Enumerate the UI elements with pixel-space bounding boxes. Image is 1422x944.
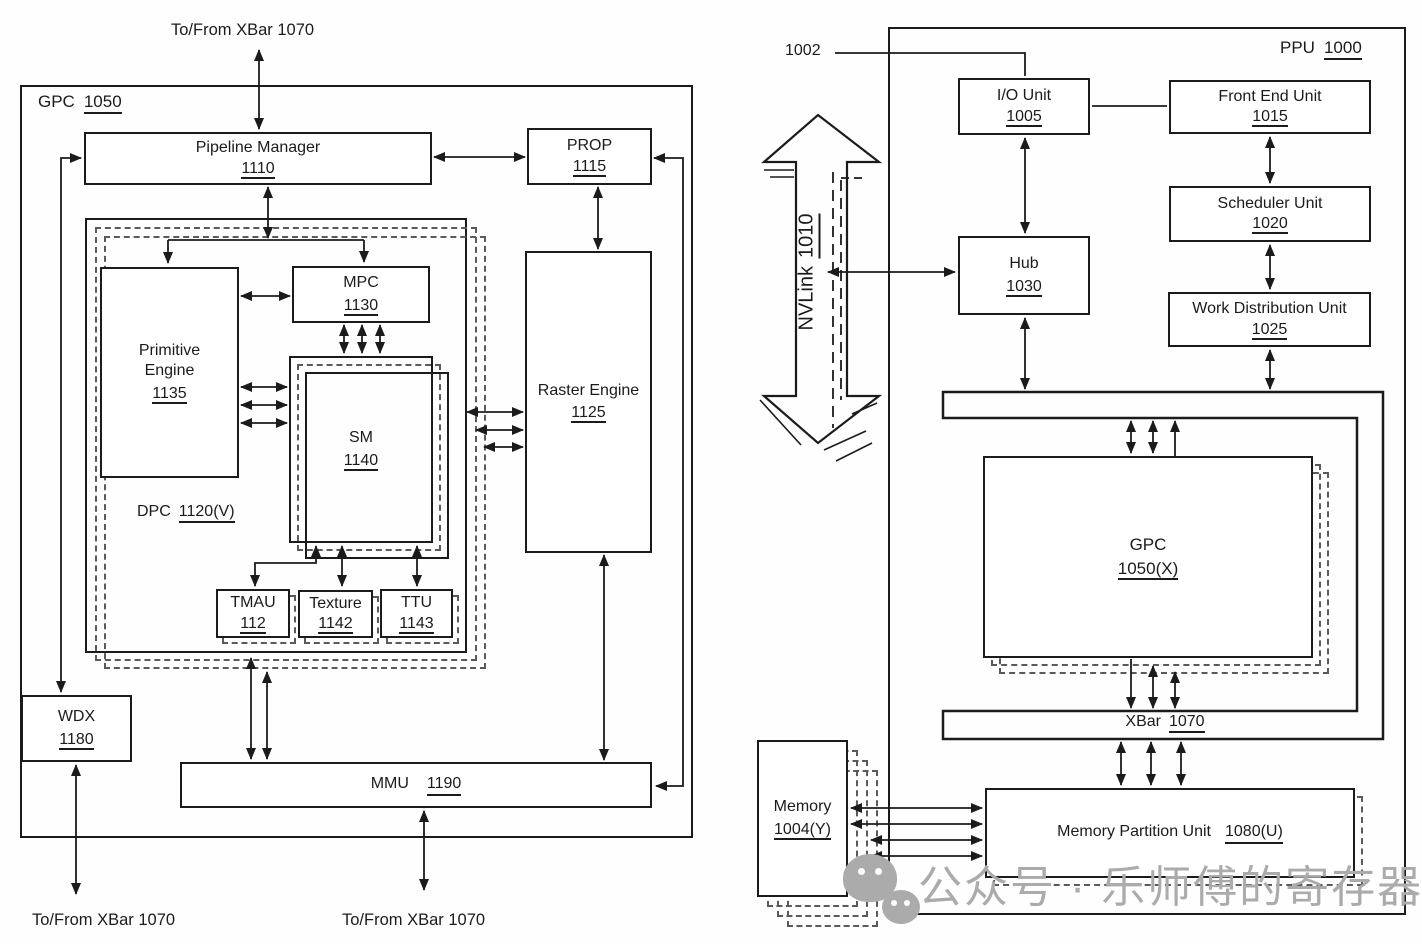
ttu-box: TTU 1143: [380, 589, 453, 638]
pipeline-manager-ref: 1110: [241, 159, 275, 179]
sm-box: SM 1140: [289, 356, 433, 543]
hub-ref: 1030: [1006, 277, 1042, 297]
pipeline-manager-box: Pipeline Manager 1110: [84, 132, 432, 185]
top-port-label: To/From XBar 1070: [171, 21, 315, 39]
mpc-label: MPC: [343, 274, 379, 292]
io-unit-box: I/O Unit 1005: [958, 78, 1090, 135]
hub-box: Hub 1030: [958, 236, 1090, 315]
memory-partition-label: Memory Partition Unit: [1057, 822, 1211, 840]
memory-partition-ref: 1080(U): [1225, 822, 1283, 845]
nvlink-arrow-shape: [761, 113, 883, 445]
work-distribution-unit-label: Work Distribution Unit: [1192, 300, 1347, 318]
front-end-unit-box: Front End Unit 1015: [1169, 80, 1371, 134]
memory-label: Memory: [773, 798, 832, 816]
prop-ref: 1115: [572, 157, 607, 177]
wdx-ref: 1180: [59, 730, 94, 750]
raster-engine-box: Raster Engine 1125: [525, 251, 652, 553]
bus-ref-label: 1002: [785, 42, 821, 59]
wdx-box: WDX 1180: [21, 695, 132, 762]
tmau-ref: 112: [240, 614, 266, 634]
watermark-text: 公众号 · 乐师傅的寄存器: [918, 863, 1422, 912]
gpc-x-box: GPC 1050(X): [983, 456, 1313, 658]
mmu-ref: 1190: [426, 774, 462, 797]
sm-shadow-box-2: [305, 372, 449, 559]
io-unit-ref: 1005: [1006, 107, 1042, 127]
hub-label: Hub: [1009, 255, 1039, 273]
tmau-box: TMAU 112: [216, 589, 290, 638]
memory-ref: 1004(Y): [774, 820, 831, 840]
scheduler-unit-box: Scheduler Unit 1020: [1169, 186, 1371, 242]
primitive-engine-label: Primitive Engine: [138, 341, 201, 380]
raster-engine-ref: 1125: [571, 404, 606, 423]
mpc-box: MPC 1130: [292, 266, 430, 323]
io-unit-label: I/O Unit: [996, 87, 1052, 105]
dpc-shadow-box-1: [95, 227, 477, 661]
pipeline-manager-label: Pipeline Manager: [195, 139, 321, 157]
sm-shadow-box-1: [297, 364, 441, 551]
prop-box: PROP 1115: [527, 128, 652, 185]
gpc-x-label: GPC: [1129, 535, 1167, 555]
texture-ref: 1142: [318, 615, 353, 634]
memory-partition-box: Memory Partition Unit 1080(U): [985, 788, 1355, 878]
bottom-left-port-label: To/From XBar 1070: [32, 911, 176, 929]
dpc-container-box: [85, 218, 467, 653]
mpc-ref: 1130: [343, 296, 379, 316]
front-end-unit-label: Front End Unit: [1218, 87, 1322, 105]
texture-label: Texture: [309, 594, 362, 612]
bottom-right-port-label: To/From XBar 1070: [342, 911, 486, 929]
ttu-ref: 1143: [399, 614, 434, 634]
primitive-engine-box: Primitive Engine 1135: [100, 267, 239, 478]
sm-ref: 1140: [343, 451, 379, 471]
gpc-x-ref: 1050(X): [1117, 559, 1179, 580]
work-distribution-unit-box: Work Distribution Unit 1025: [1168, 292, 1371, 347]
front-end-unit-ref: 1015: [1252, 108, 1288, 127]
work-distribution-unit-ref: 1025: [1251, 320, 1288, 340]
wechat-logo-icon: [843, 851, 923, 929]
raster-engine-label: Raster Engine: [537, 381, 640, 399]
scheduler-unit-ref: 1020: [1252, 215, 1288, 234]
texture-box: Texture 1142: [298, 590, 373, 638]
sm-label: SM: [349, 429, 373, 447]
ppu-outer-box: [888, 27, 1406, 915]
primitive-engine-ref: 1135: [152, 384, 187, 404]
memory-box: Memory 1004(Y): [757, 740, 848, 897]
prop-label: PROP: [566, 137, 613, 155]
scheduler-unit-label: Scheduler Unit: [1217, 194, 1323, 212]
mmu-box: MMU 1190: [180, 762, 652, 808]
mmu-label: MMU: [370, 774, 409, 792]
ttu-label: TTU: [400, 594, 433, 612]
gpc-outer-box: [20, 85, 693, 838]
wdx-label: WDX: [57, 708, 96, 726]
tmau-label: TMAU: [230, 594, 276, 612]
